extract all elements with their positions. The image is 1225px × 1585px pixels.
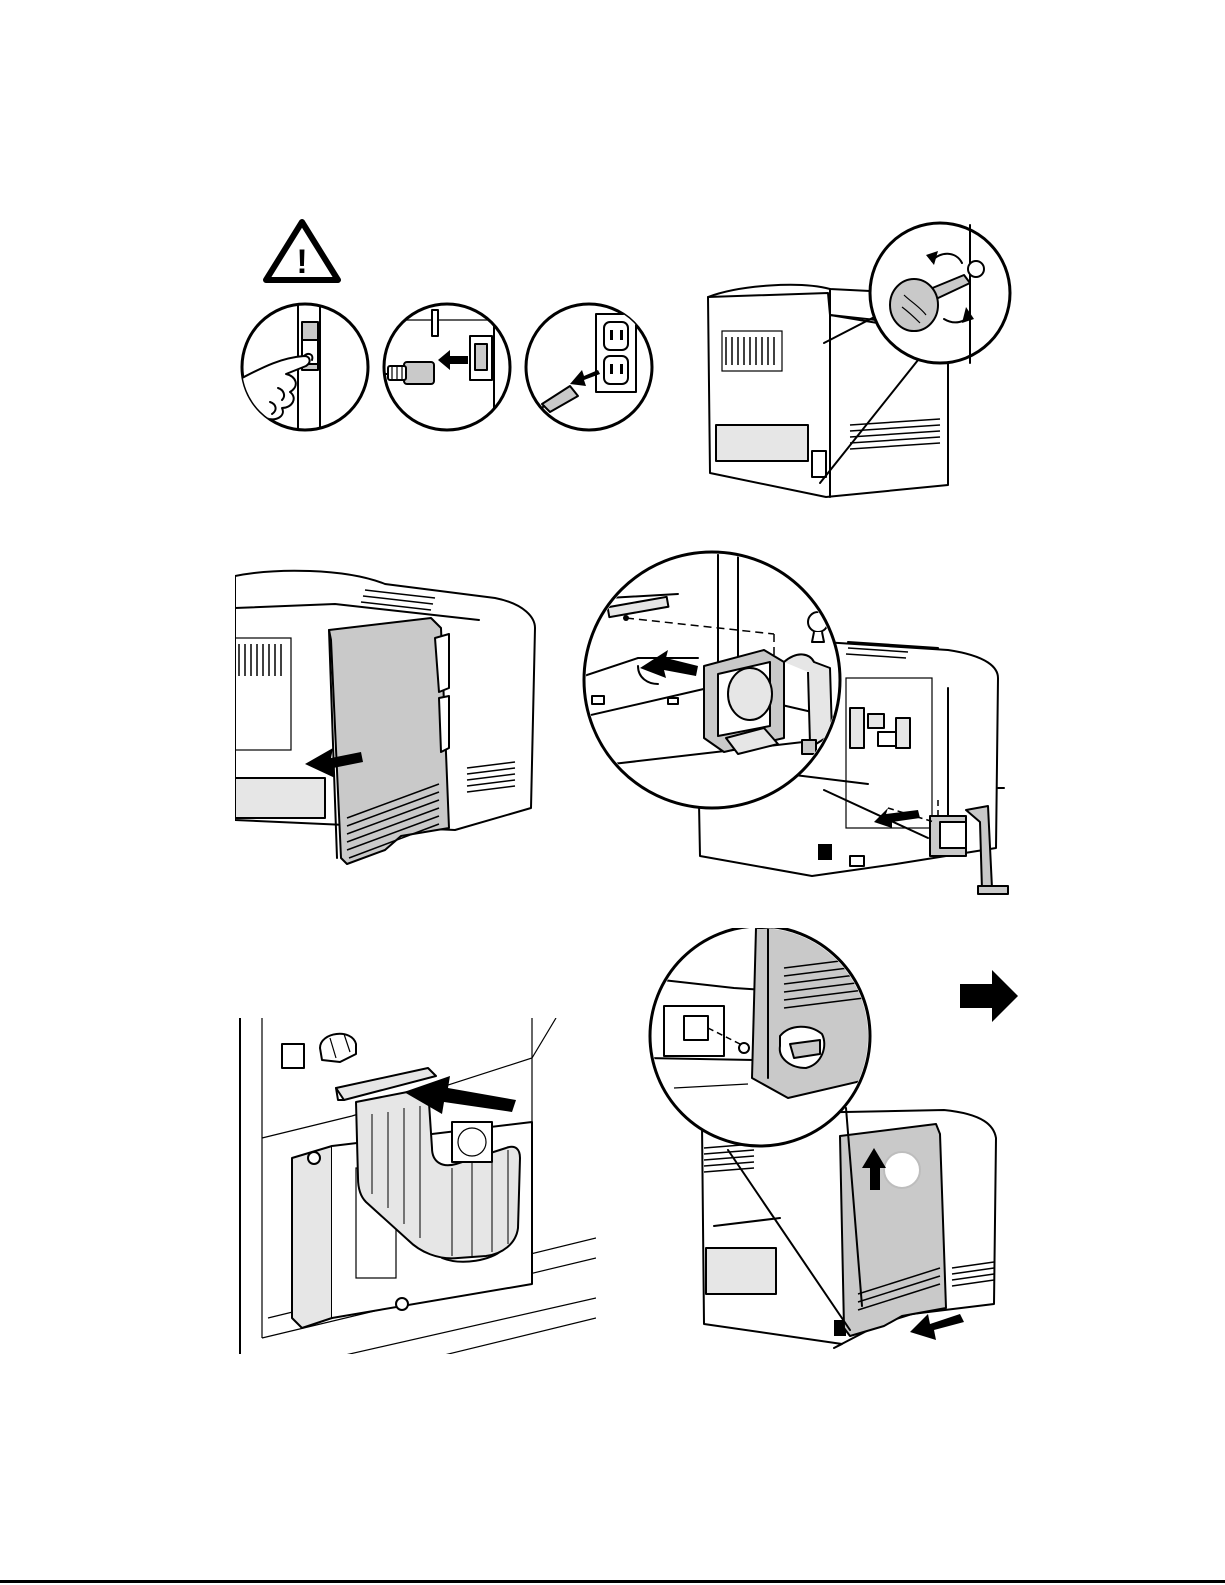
printer-side-cover-removal — [235, 568, 545, 883]
printer-rear-thumbscrew — [700, 215, 1020, 505]
warning-exclamation: ! — [296, 243, 307, 281]
arrow-right-icon — [958, 968, 1020, 1024]
power-switch-detail — [238, 300, 372, 434]
ribbon-cable-connection-detail — [232, 1018, 600, 1358]
page-bottom-rule — [0, 1580, 1225, 1583]
unplug-cord-printer-detail — [380, 300, 514, 434]
unplug-cord-outlet-detail — [522, 300, 656, 434]
warning-triangle-icon: ! — [262, 216, 342, 286]
hard-drive-mounting-detail — [578, 538, 1018, 900]
